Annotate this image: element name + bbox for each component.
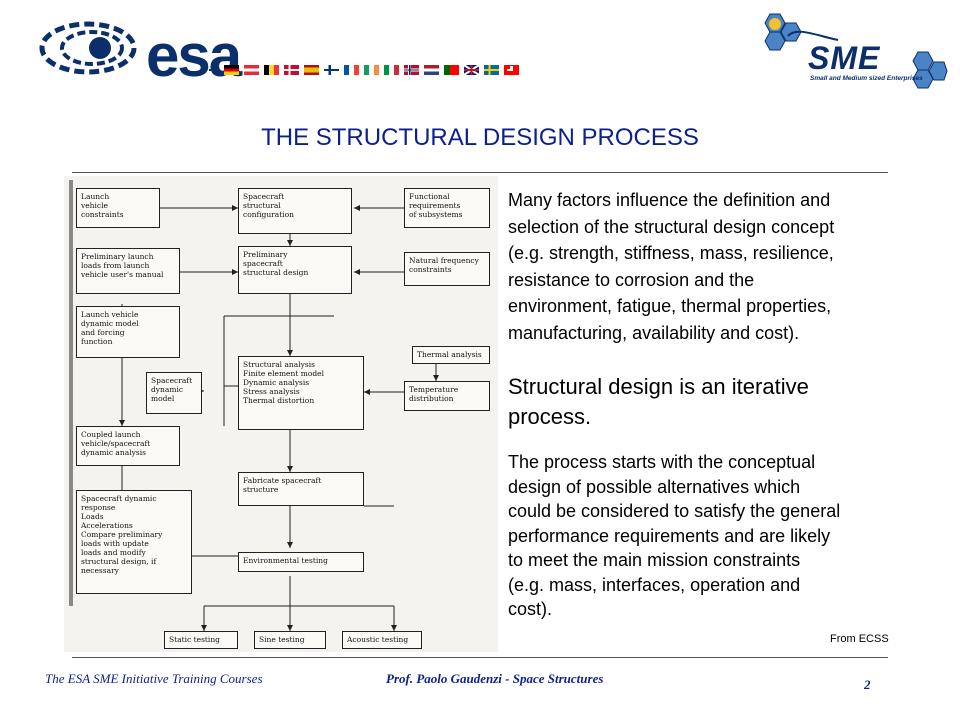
box-spacecraft-structural-configuration: Spacecraft structural configuration — [238, 188, 352, 234]
process-paragraph: The process starts with the conceptual d… — [508, 452, 841, 619]
box-functional-requirements: Functional requirements of subsystems — [404, 188, 490, 228]
box-acoustic-testing: Acoustic testing — [342, 631, 422, 649]
flag-ireland-icon — [364, 65, 379, 75]
structural-design-flowchart: Launch vehicle constraints Spacecraft st… — [64, 176, 498, 652]
footer-divider — [72, 657, 888, 658]
flag-italy-icon — [384, 65, 399, 75]
footer-author: Prof. Paolo Gaudenzi - Space Structures — [386, 671, 604, 686]
box-launch-vehicle-constraints: Launch vehicle constraints — [76, 188, 160, 228]
flag-sweden-icon — [484, 65, 499, 75]
flag-row-lead-line — [209, 69, 219, 71]
esa-wordmark: esa — [146, 22, 242, 89]
box-structural-analysis: Structural analysis Finite element model… — [238, 356, 364, 430]
flag-netherlands-icon — [424, 65, 439, 75]
sme-wordmark: SME — [808, 40, 881, 76]
flag-portugal-icon — [444, 65, 459, 75]
flag-belgium-icon — [264, 65, 279, 75]
flag-norway-icon — [404, 65, 419, 75]
box-environmental-testing: Environmental testing — [238, 552, 364, 572]
flag-spain-icon — [304, 65, 319, 75]
page-number: 2 — [864, 677, 871, 692]
flag-denmark-icon — [284, 65, 299, 75]
box-coupled-launch-analysis: Coupled launch vehicle/spacecraft dynami… — [76, 426, 180, 466]
iterative-statement: Structural design is an iterative proces… — [508, 374, 809, 429]
member-state-flags — [209, 64, 519, 76]
box-spacecraft-dynamic-model: Spacecraft dynamic model — [146, 372, 202, 414]
sme-logo: SME Small and Medium sized Enterprises — [748, 6, 948, 98]
flag-united-kingdom-icon — [464, 65, 479, 75]
box-temperature-distribution: Temperature distribution — [404, 381, 490, 411]
box-natural-frequency-constraints: Natural frequency constraints — [404, 252, 490, 286]
box-launch-vehicle-dynamic-model: Launch vehicle dynamic model and forcing… — [76, 306, 180, 358]
flag-finland-icon — [324, 65, 339, 75]
flag-germany-icon — [224, 65, 239, 75]
sme-subtitle: Small and Medium sized Enterprises — [810, 75, 923, 82]
esa-swirl-icon — [39, 21, 137, 75]
flag-switzerland-icon — [504, 65, 519, 75]
box-sine-testing: Sine testing — [254, 631, 326, 649]
box-preliminary-launch-loads: Preliminary launch loads from launch veh… — [76, 248, 180, 294]
footer-course: The ESA SME Initiative Training Courses — [45, 671, 263, 686]
box-fabricate-structure: Fabricate spacecraft structure — [238, 472, 364, 506]
page-title: THE STRUCTURAL DESIGN PROCESS — [261, 124, 699, 151]
box-spacecraft-dynamic-response: Spacecraft dynamic response Loads Accele… — [76, 490, 192, 594]
intro-paragraph: Many factors influence the definition an… — [508, 190, 835, 343]
esa-logo: esa — [38, 18, 518, 86]
box-thermal-analysis: Thermal analysis — [412, 346, 490, 364]
flag-austria-icon — [244, 65, 259, 75]
sme-hexagon-icon — [764, 13, 948, 89]
source-credit: From ECSS — [830, 633, 889, 645]
box-static-testing: Static testing — [164, 631, 238, 649]
title-divider — [72, 172, 888, 173]
box-preliminary-structural-design: Preliminary spacecraft structural design — [238, 246, 352, 294]
flag-france-icon — [344, 65, 359, 75]
